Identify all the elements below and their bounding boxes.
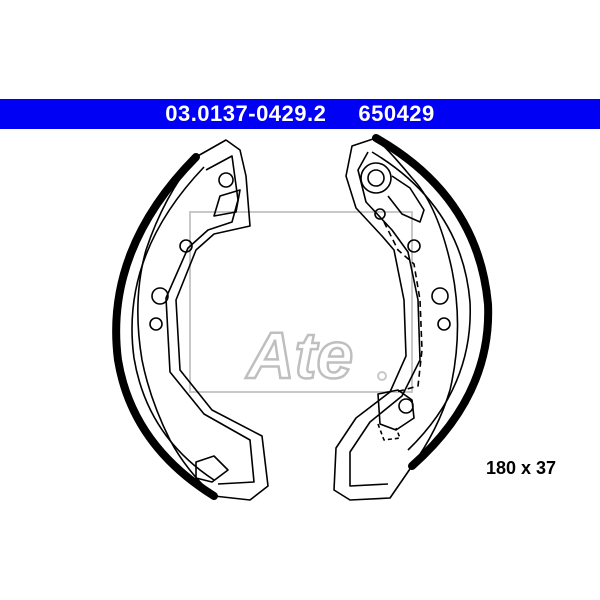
left-brake-shoe — [112, 139, 269, 501]
left-bottom-tab — [195, 455, 229, 483]
right-web-inner — [349, 151, 421, 487]
right-hole-bottom — [398, 398, 414, 414]
right-adjuster-lever — [383, 221, 423, 393]
right-pivot-outer — [360, 162, 392, 194]
right-hole-large — [431, 287, 449, 305]
watermark-frame — [189, 211, 413, 393]
right-top-link — [387, 175, 425, 223]
left-hole-large — [151, 287, 169, 305]
left-hole-mid — [179, 239, 193, 253]
part-number: 03.0137-0429.2 — [165, 101, 327, 126]
short-part-number: 650429 — [358, 101, 435, 126]
left-friction-lining — [112, 153, 218, 500]
right-hole-lower — [437, 317, 451, 331]
right-adjuster-bracket — [377, 389, 415, 431]
right-shoe-web — [333, 137, 459, 501]
right-friction-lining — [372, 134, 493, 470]
ate-watermark-logo: Ate — [189, 211, 413, 393]
registered-mark-icon — [377, 371, 387, 381]
left-hole-lower — [149, 317, 163, 331]
left-top-hook — [213, 189, 241, 217]
left-shoe-web — [137, 139, 269, 501]
part-number-banner: 03.0137-0429.2 650429 — [0, 99, 600, 129]
right-brake-shoe — [333, 134, 493, 501]
right-hole-upper — [374, 208, 386, 220]
right-pivot-inner — [367, 169, 385, 187]
right-adjuster-arm — [377, 423, 401, 441]
watermark-text: Ate — [245, 318, 353, 392]
left-inner-arc — [131, 166, 215, 481]
right-hole-mid — [407, 239, 421, 253]
right-inner-arc — [371, 151, 472, 451]
left-web-inner — [165, 155, 255, 485]
dimensions-label: 180 x 37 — [486, 458, 557, 478]
left-hole-top — [218, 172, 234, 188]
